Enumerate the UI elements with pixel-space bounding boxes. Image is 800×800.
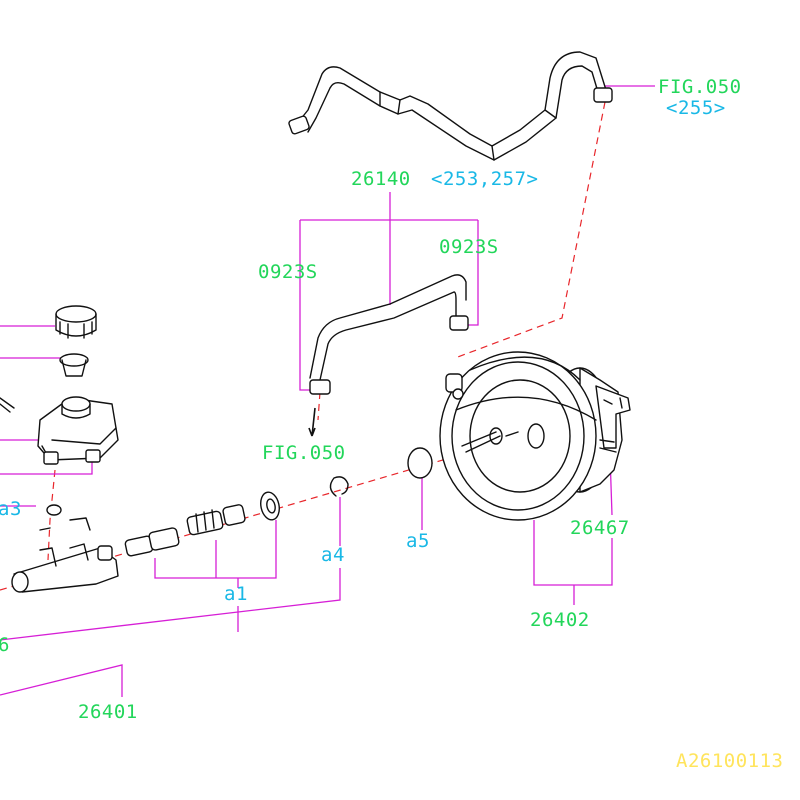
vacuum-hose-top [288, 51, 613, 161]
hose-clamp-top [593, 87, 613, 103]
leader-reservoir [0, 325, 93, 507]
label-ref-255: <255> [666, 97, 726, 119]
label-part-26140: 26140 [351, 168, 411, 190]
reservoir-assembly [0, 305, 119, 516]
label-a4: a4 [321, 544, 345, 566]
label-fig050-mid: FIG.050 [262, 442, 346, 464]
grommet-a3 [46, 504, 62, 516]
label-a1: a1 [224, 583, 248, 605]
label-part-26467: 26467 [570, 517, 630, 539]
clamp-0923s-left [309, 379, 331, 395]
seal-ring [260, 491, 280, 521]
diagram-code: A26100113 [676, 750, 783, 772]
leader-a4 [0, 497, 341, 641]
label-clamp-0923s-left: 0923S [258, 261, 318, 283]
reservoir-cap [55, 305, 97, 323]
hose-end-fitting [288, 115, 310, 135]
label-a3: a3 [0, 498, 22, 520]
axis-reservoir [47, 469, 56, 561]
leader-26140 [299, 192, 479, 391]
booster-pushrod-boss [527, 423, 545, 449]
snap-ring [329, 476, 349, 497]
gasket [407, 447, 433, 479]
arrow-down-icon [308, 407, 316, 437]
label-clamp-0923s-right: 0923S [439, 236, 499, 258]
master-cylinder [11, 517, 119, 593]
label-a5: a5 [406, 530, 430, 552]
leader-26401 [0, 664, 123, 697]
axis-clamp-left [317, 391, 321, 421]
axis-vacuum-line [454, 101, 606, 359]
booster-shell [439, 351, 597, 521]
vacuum-hose-26140 [308, 274, 469, 437]
label-fig050-top: FIG.050 [658, 76, 742, 98]
label-ref-253-257: <253,257> [431, 168, 538, 190]
label-part-26401: 26401 [78, 701, 138, 723]
label-part-26402: 26402 [530, 609, 590, 631]
reservoir-filter [59, 353, 89, 367]
brake-booster [439, 351, 631, 521]
label-part-partial: 6 [0, 634, 10, 656]
clamp-0923s-right [449, 315, 469, 331]
leader-a1 [154, 520, 277, 632]
piston-kit [124, 491, 280, 557]
